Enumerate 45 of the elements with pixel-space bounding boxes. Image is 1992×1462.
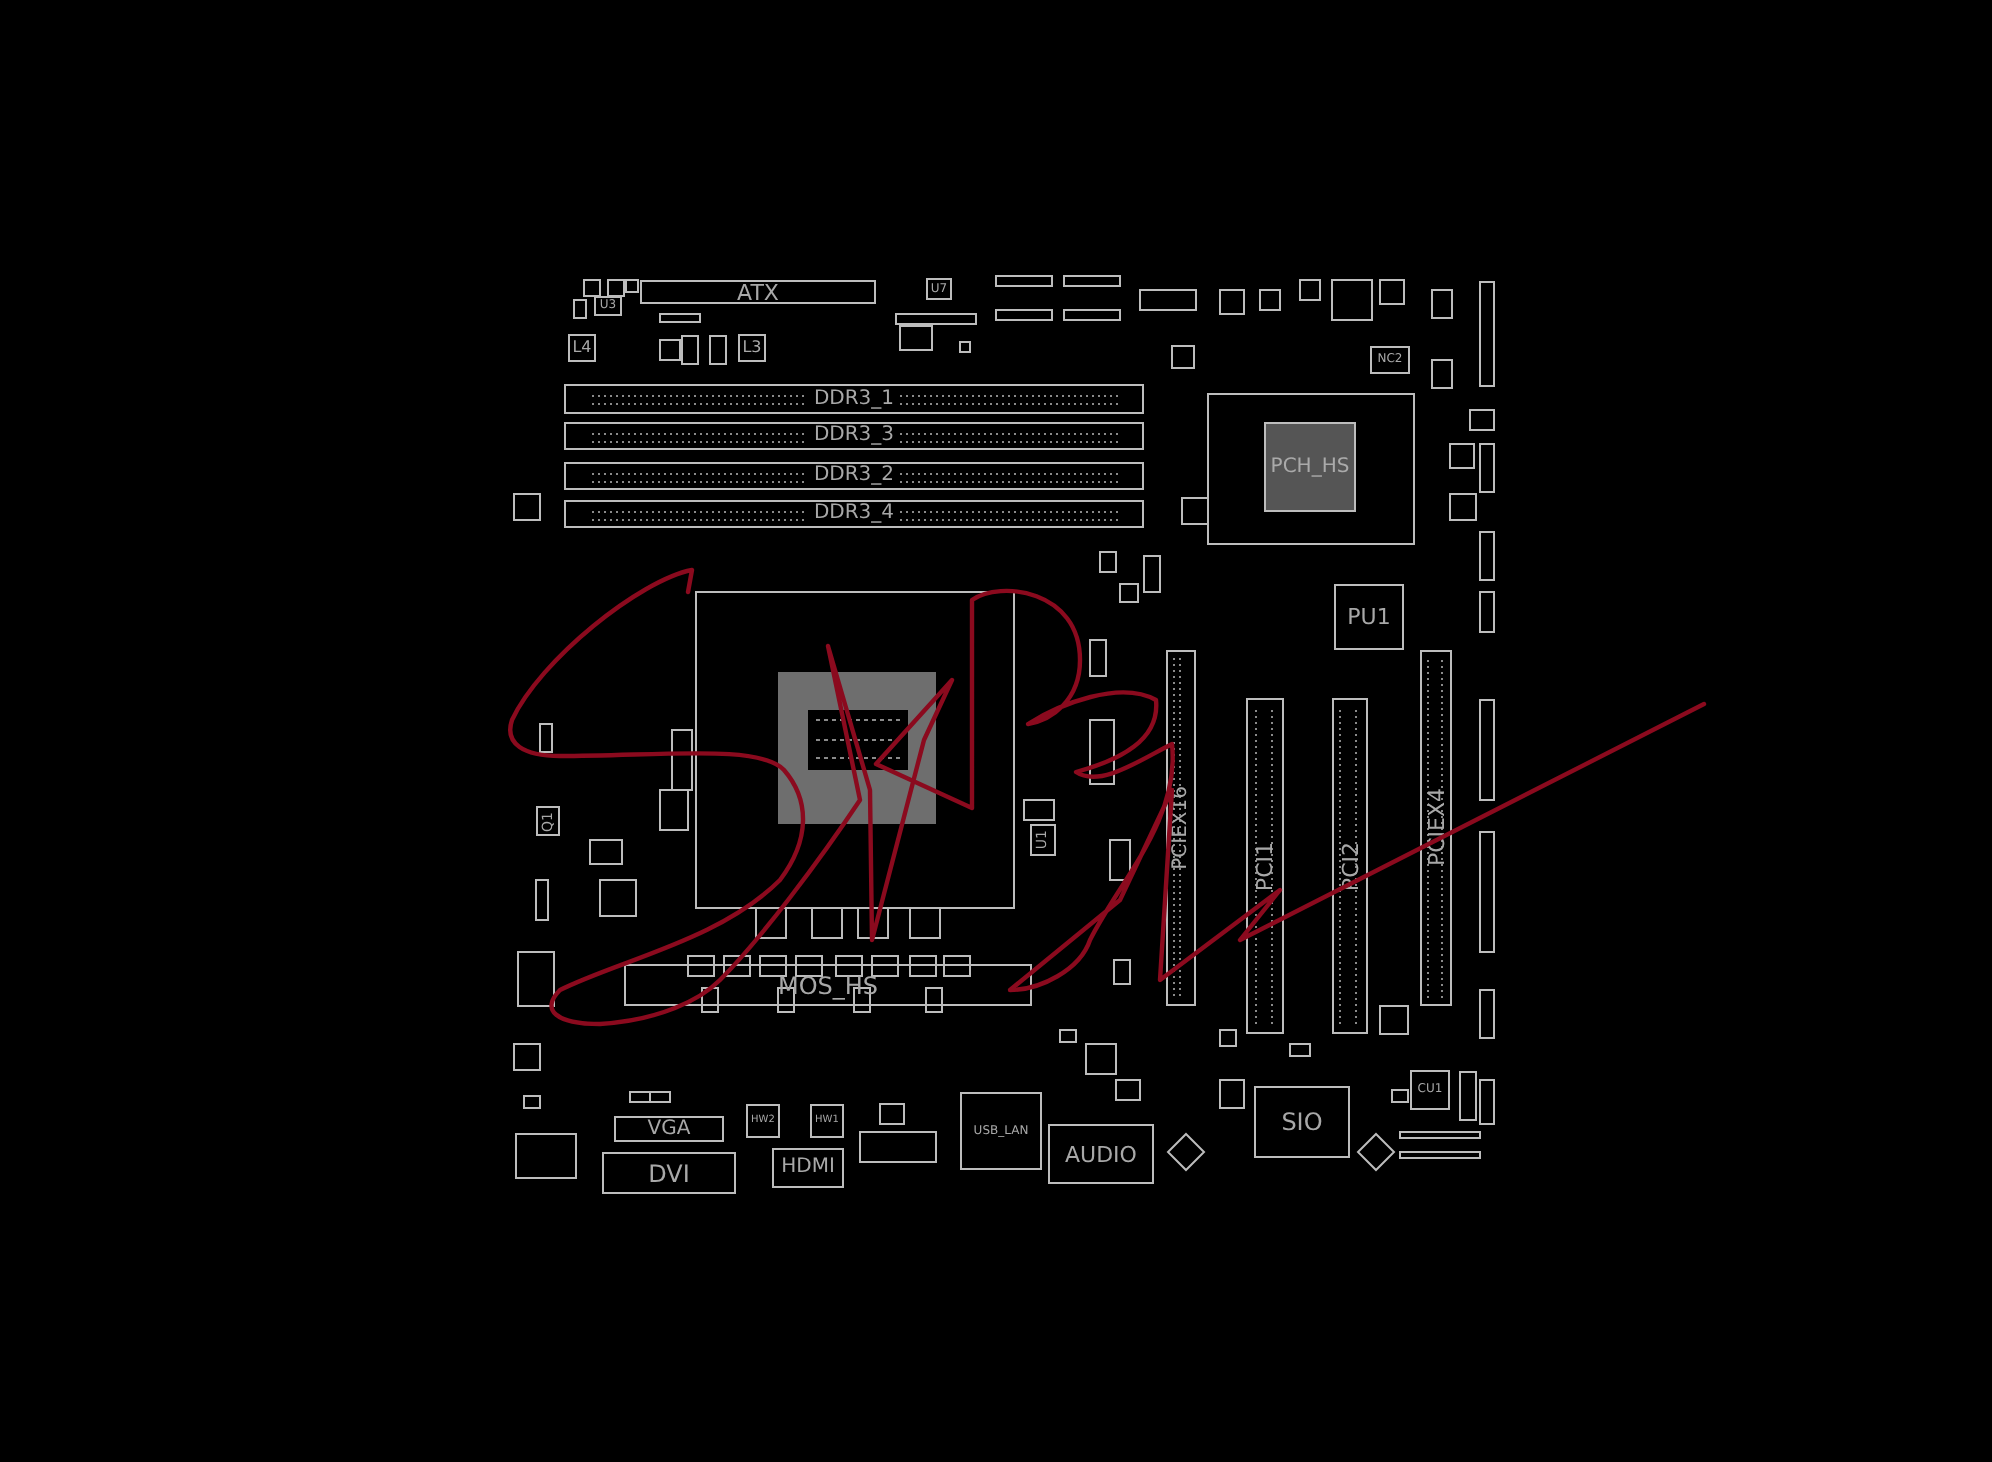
slot-outline bbox=[564, 384, 1144, 414]
part-label: DVI bbox=[648, 1161, 690, 1185]
chip-outline bbox=[1254, 1086, 1350, 1158]
part-label: PCIEX4 bbox=[1425, 788, 1447, 868]
port-outline bbox=[602, 1152, 736, 1194]
part-label: DDR3_2 bbox=[813, 466, 895, 486]
chip-outline bbox=[810, 1104, 844, 1138]
part-label: DDR3_1 bbox=[813, 389, 895, 409]
part-label: L3 bbox=[742, 340, 762, 356]
part-label: HDMI bbox=[781, 1158, 835, 1178]
part-label: DDR3_4 bbox=[813, 504, 895, 524]
connector-outline bbox=[640, 280, 876, 304]
port-outline bbox=[772, 1148, 844, 1188]
port-outline bbox=[1048, 1124, 1154, 1184]
slot-outline bbox=[564, 462, 1144, 490]
chip-outline bbox=[746, 1104, 780, 1138]
chip-outline bbox=[1370, 346, 1410, 374]
part-label: ATX bbox=[737, 281, 779, 303]
slot-outline bbox=[1420, 650, 1452, 1006]
chip-outline bbox=[1410, 1070, 1450, 1110]
slot-outline bbox=[564, 500, 1144, 528]
chip-outline bbox=[536, 806, 560, 836]
part-label: L4 bbox=[572, 340, 592, 356]
heatsink-outline bbox=[624, 964, 1032, 1006]
part-label: MOS_HS bbox=[777, 973, 879, 997]
slot-outline bbox=[564, 422, 1144, 450]
part-label: DDR3_3 bbox=[813, 426, 895, 446]
chip-outline bbox=[1264, 422, 1356, 512]
part-label: AUDIO bbox=[1065, 1143, 1137, 1165]
slot-outline bbox=[1246, 698, 1284, 1034]
part-label: PCH_HS bbox=[1270, 457, 1350, 477]
part-label: SIO bbox=[1281, 1110, 1323, 1134]
port-outline bbox=[614, 1116, 724, 1142]
port-outline bbox=[960, 1092, 1042, 1170]
part-label: VGA bbox=[647, 1119, 691, 1139]
inductor-outline bbox=[738, 334, 766, 362]
part-label: PCI1 bbox=[1254, 841, 1276, 891]
inductor-outline bbox=[568, 334, 596, 362]
chip-outline bbox=[1030, 824, 1056, 856]
part-label: PU1 bbox=[1347, 606, 1391, 628]
slot-outline bbox=[1332, 698, 1368, 1034]
slot-outline bbox=[1166, 650, 1196, 1006]
chip-outline bbox=[594, 296, 622, 316]
chip-outline bbox=[926, 278, 952, 300]
chip-outline bbox=[1334, 584, 1404, 650]
